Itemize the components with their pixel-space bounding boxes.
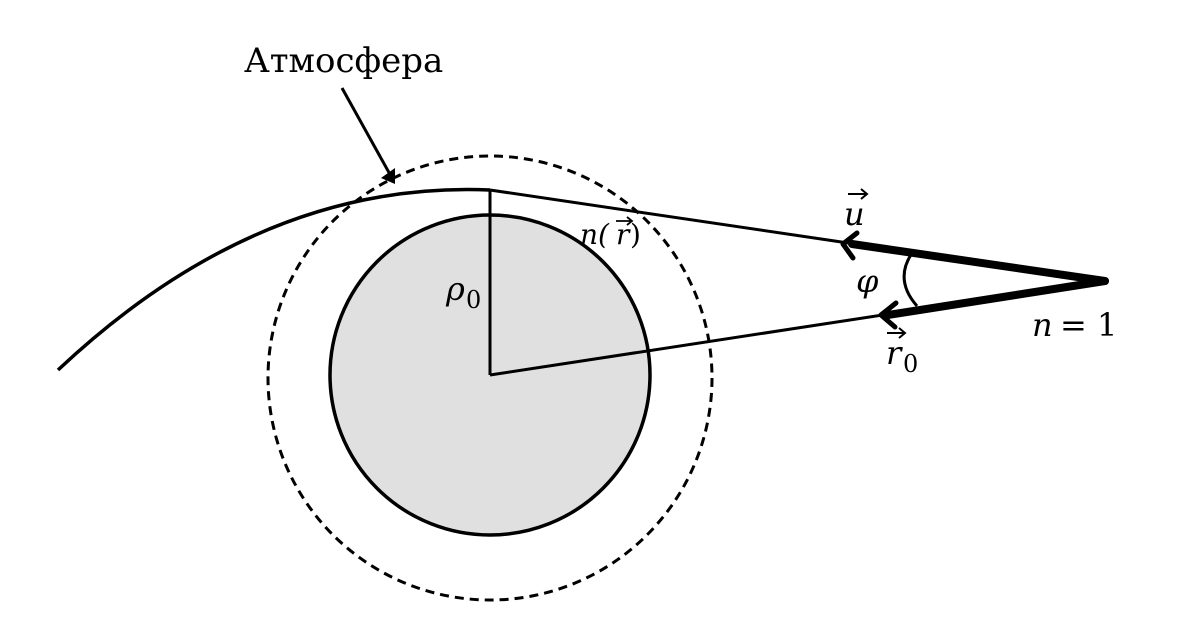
vacuum-n: n: [1032, 306, 1053, 344]
vector-u-arrowhead: [840, 230, 860, 261]
rho-label: ρ 0: [445, 270, 481, 314]
vacuum-eq: = 1: [1060, 306, 1117, 344]
atmosphere-boundary: [266, 154, 714, 602]
u-vector-label: u: [844, 188, 869, 233]
r0-overarrow: [887, 327, 907, 339]
u-vector-overarrow: [848, 188, 869, 200]
vacuum-index-label: n = 1: [1032, 306, 1117, 344]
atmosphere-pointer-line: [340, 87, 394, 179]
r0-subscript: 0: [903, 350, 918, 378]
atmosphere-pointer-arrowhead: [381, 168, 395, 184]
refracted-ray-curve: [56, 187, 491, 372]
rho-subscript: 0: [466, 286, 481, 314]
phi-label: φ: [856, 262, 879, 300]
angle-phi-arc: [902, 252, 919, 307]
vector-u-shaft: [848, 240, 1109, 285]
u-vector-symbol: u: [844, 195, 865, 233]
refraction-index-n: n(: [580, 218, 610, 251]
refraction-index-close: ): [630, 218, 641, 251]
rho-symbol: ρ: [445, 270, 465, 308]
r0-symbol: r: [886, 334, 903, 372]
refraction-index-r: r: [616, 218, 631, 251]
r0-vector-label: r 0: [886, 327, 918, 378]
atmosphere-label: Атмосфера: [244, 41, 443, 81]
vector-r0-arrowhead: [878, 300, 899, 330]
refraction-index-label: n( r ): [580, 216, 641, 251]
vector-r0-shaft: [884, 277, 1109, 319]
refraction-index-overarrow: [616, 216, 634, 226]
